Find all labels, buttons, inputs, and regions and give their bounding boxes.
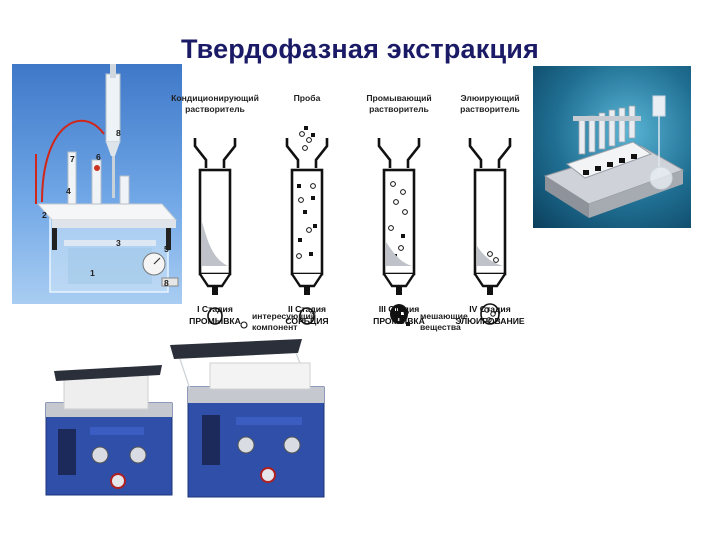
vacuum-manifold-photo: 8 6 7 4 2 3 5 1 8 [12,64,182,304]
vacuum-label: 4 [66,186,71,196]
column-3-label-line2: растворитель [369,104,429,114]
legend-analyte-line2: компонент [252,322,298,332]
diagram-legend: интересующий компонент мешающие вещества [240,311,468,332]
vacuum-label: 5 [164,244,169,254]
vacuum-label: 3 [116,238,121,248]
evaporators-photo [40,335,330,507]
vacuum-label: 6 [96,152,101,162]
cartridge-stage-3 [377,136,421,324]
column-3-label-line1: Промывающий [366,93,431,103]
column-4-label-line2: растворитель [460,104,520,114]
legend-interferent-line1: мешающие [420,311,468,321]
vacuum-label: 7 [70,154,75,164]
stage-1-number: I Стадия [197,304,233,314]
stage-2-name: СОРБЦИЯ [285,316,328,326]
column-1-label-line1: Кондиционирующий [171,93,259,103]
analyte-marker-icon [240,321,248,329]
cartridge-stage-4 [468,136,512,325]
cartridge-stage-2 [285,126,329,325]
stage-2-number: II Стадия [288,304,326,314]
stage-1-name: ПРОМЫВКА [189,316,241,326]
vacuum-label: 8 [164,278,169,288]
cartridge-stage-1 [193,136,237,325]
stage-3-number: III Стадия [379,304,420,314]
vacuum-label: 1 [90,268,95,278]
legend-interferent-line2: вещества [420,322,461,332]
interferent-marker-icon [406,322,410,326]
column-2-label-line1: Проба [294,93,321,103]
page-title: Твердофазная экстракция [180,34,540,64]
stage-4-name: ЭЛЮИРОВАНИЕ [455,316,525,326]
stage-3-name: ПРОМЫВКА [373,316,425,326]
legend-analyte-line1: интересующий [252,311,316,321]
spe-stages-diagram: Кондиционирующий растворитель I Стадия П… [171,93,525,326]
stage-4-number: IV Стадия [469,304,510,314]
column-4-label-line1: Элюирующий [460,93,519,103]
column-1-label-line2: растворитель [185,104,245,114]
spe-workstation-photo [533,66,691,228]
vacuum-label: 2 [42,210,47,220]
vacuum-label: 8 [116,128,121,138]
